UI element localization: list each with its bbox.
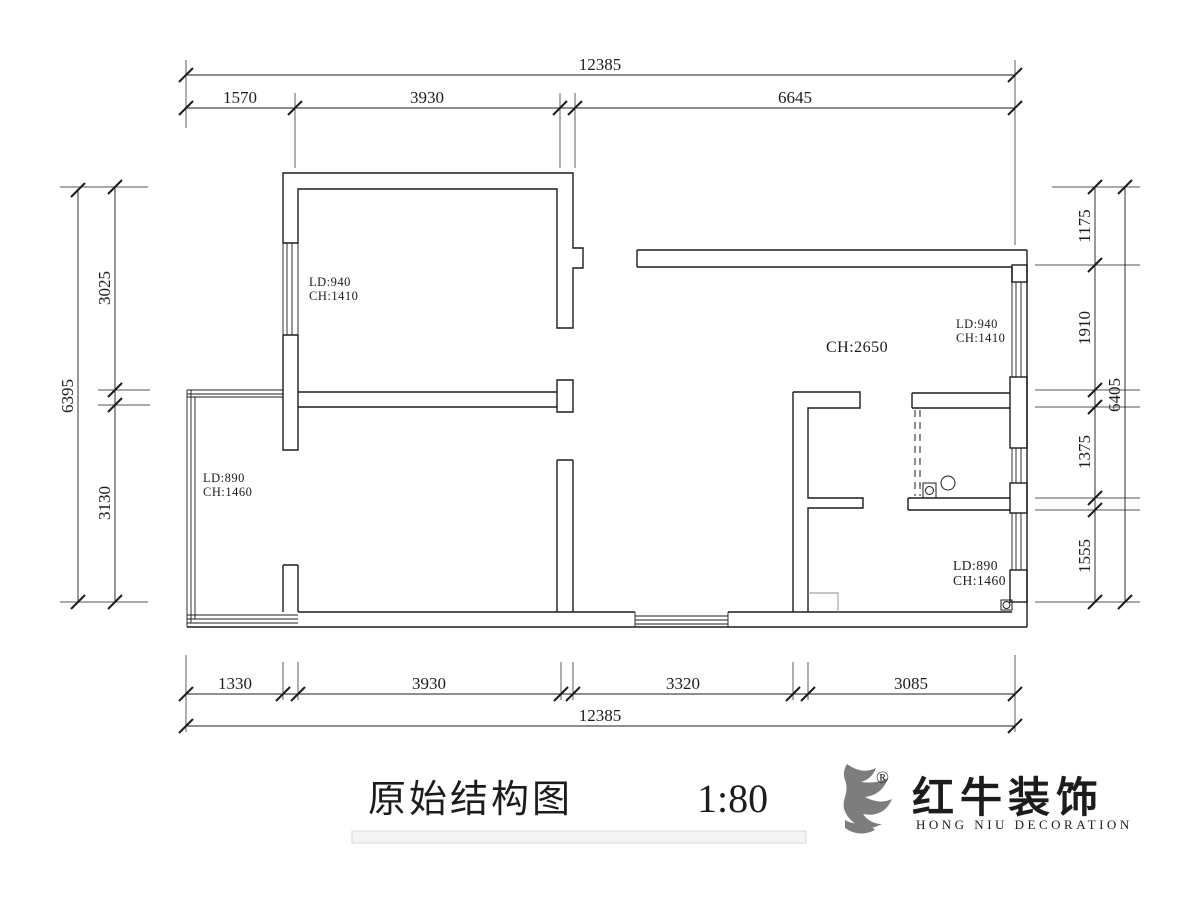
label-bedroom-se-ch: CH:1460 — [953, 573, 1006, 588]
dim-line-left — [77, 187, 116, 602]
balcony-glazing — [186, 389, 298, 627]
shower-partition-dashed — [914, 410, 921, 496]
dim-right-2: 1910 — [1075, 311, 1094, 345]
label-bedroom-right-ch: CH:1410 — [956, 331, 1005, 345]
window-bedroom-left — [282, 243, 299, 335]
dim-bottom-3: 3320 — [666, 674, 700, 693]
wall-bathroom-bottom — [907, 497, 1010, 511]
dim-bottom-1: 1330 — [218, 674, 252, 693]
fixtures — [808, 410, 1013, 612]
dim-right-overall: 6405 — [1105, 378, 1124, 412]
window-right-3 — [1011, 512, 1028, 571]
logo-brand-name: 红牛装饰 — [912, 775, 1104, 822]
dim-bottom-4: 3085 — [894, 674, 928, 693]
dim-top-1: 1570 — [223, 88, 257, 107]
flue-icon — [808, 592, 839, 612]
drawing-scale: 1:80 — [697, 776, 768, 821]
dim-left-overall: 6395 — [58, 379, 77, 413]
label-bedroom-se-ld: LD:890 — [953, 558, 998, 573]
title-underline-bar — [351, 830, 807, 844]
wall-bathroom-top — [911, 392, 1010, 409]
label-bedroom-right-ld: LD:940 — [956, 317, 998, 331]
wall-left-lower-and-divider — [282, 334, 574, 451]
dim-right-3: 1375 — [1075, 435, 1094, 469]
dim-line-top — [186, 74, 1015, 109]
floor-drain-icon-hole — [1002, 601, 1011, 609]
bull-logo-icon — [843, 764, 892, 829]
ext-lines-top — [185, 60, 1016, 245]
dim-right-4: 1555 — [1075, 539, 1094, 573]
toilet-icon — [922, 482, 937, 499]
windows — [186, 243, 1028, 627]
dimension-text: 12385 1570 3930 6645 1330 3930 3320 3085… — [58, 55, 1124, 725]
dim-left-1: 3025 — [95, 271, 114, 305]
dim-bottom-2: 3930 — [412, 674, 446, 693]
toilet-icon-bowl — [925, 486, 934, 495]
wall-bottom — [187, 611, 1027, 628]
ext-lines-left — [60, 186, 150, 603]
window-bottom — [634, 612, 729, 627]
label-balcony-room-ch: CH:1460 — [203, 485, 252, 499]
wall-interior-hall — [792, 391, 864, 612]
wall-left-stub — [282, 564, 299, 612]
room-labels: LD:940 CH:1410 CH:2650 LD:940 CH:1410 LD… — [203, 275, 1006, 588]
walls — [187, 172, 1028, 628]
window-right-1 — [1011, 281, 1028, 378]
extension-lines — [60, 60, 1140, 732]
dim-top-2: 3930 — [410, 88, 444, 107]
logo-registered-mark: ® — [876, 768, 892, 787]
dim-top-overall: 12385 — [579, 55, 622, 74]
label-hall-ch: CH:2650 — [826, 339, 888, 356]
logo-subtitle: HONG NIU DECORATION — [916, 817, 1133, 832]
basin-icon — [940, 475, 956, 491]
dim-left-2: 3130 — [95, 486, 114, 520]
label-balcony-room-ld: LD:890 — [203, 471, 245, 485]
dim-line-right — [1094, 187, 1126, 602]
bull-logo-tail — [845, 820, 875, 834]
wall-topleft-room — [282, 172, 584, 329]
wall-pier-right-3 — [1009, 482, 1028, 514]
drawing-title: 原始结构图 — [368, 779, 573, 821]
dim-right-1: 1175 — [1075, 209, 1094, 242]
wall-top-right — [636, 249, 1027, 268]
wall-pier-right-2 — [1009, 376, 1028, 449]
floor-drain-icon — [1000, 599, 1013, 611]
dim-top-3: 6645 — [778, 88, 812, 107]
dim-bottom-overall: 12385 — [579, 706, 622, 725]
wall-pier-right-4 — [1009, 569, 1028, 603]
label-bedroom-left-ch: CH:1410 — [309, 289, 358, 303]
wall-pier-right-1 — [1011, 264, 1028, 283]
label-bedroom-left-ld: LD:940 — [309, 275, 351, 289]
dim-line-bottom — [186, 693, 1015, 727]
logo: ® 红牛装饰 HONG NIU DECORATION — [843, 764, 1133, 834]
window-right-2 — [1011, 447, 1028, 484]
dimension-ticks — [70, 67, 1133, 734]
title-block: 原始结构图 1:80 — [351, 776, 807, 844]
wall-middle-lower — [556, 459, 574, 612]
dimension-lines — [77, 74, 1126, 727]
